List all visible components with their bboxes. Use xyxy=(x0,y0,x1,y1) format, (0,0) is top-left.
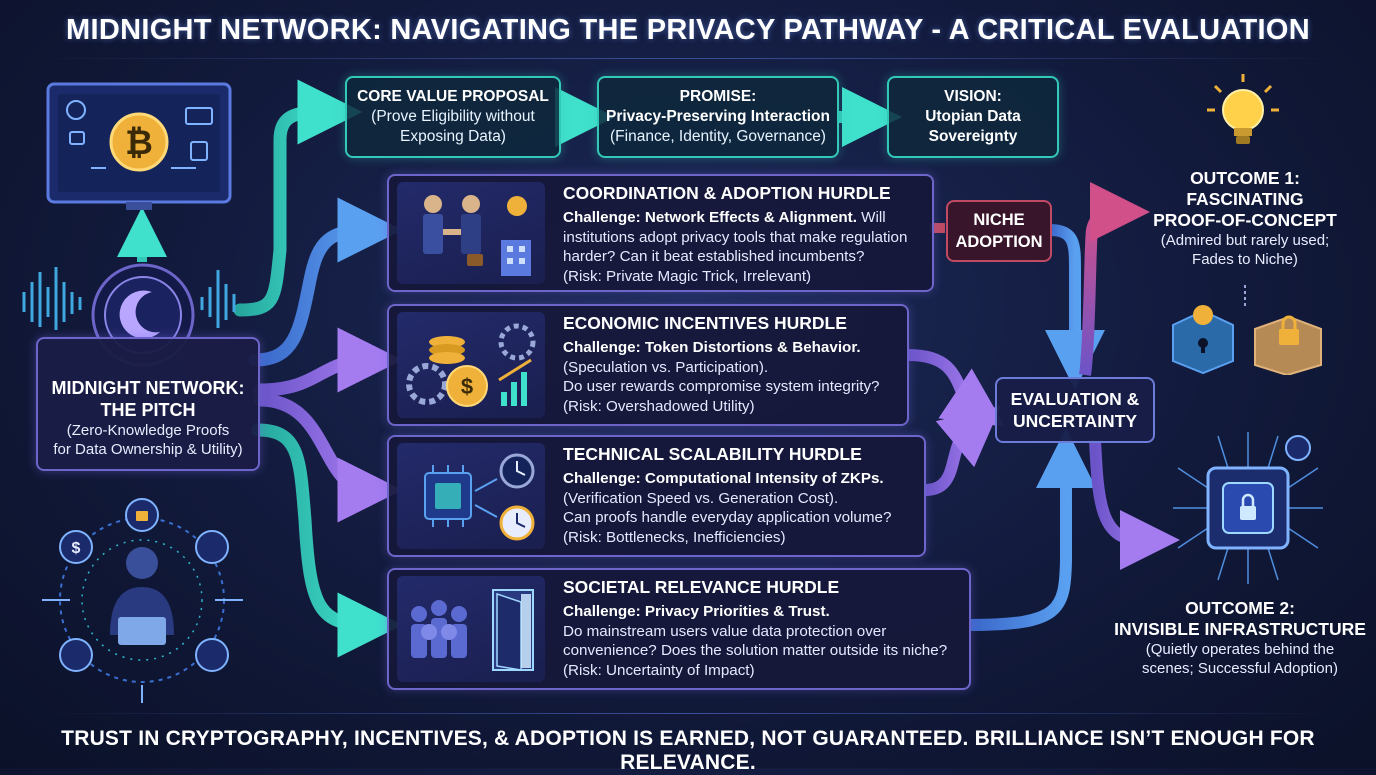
locked-boxes-illustration xyxy=(1165,285,1325,377)
svg-text:$: $ xyxy=(461,374,473,399)
hurdle-1-line3: (Risk: Private Magic Trick, Irrelevant) xyxy=(563,267,812,285)
outcome-2-sub-1: (Quietly operates behind the xyxy=(1145,641,1335,658)
hurdle-2-line3: (Risk: Overshadowed Utility) xyxy=(563,397,755,415)
crypto-monitor-illustration: ₿ xyxy=(46,82,232,210)
hurdle-coordination: COORDINATION & ADOPTION HURDLE Challenge… xyxy=(387,174,934,292)
niche-line2: ADOPTION xyxy=(955,233,1043,251)
pitch-sub-1: (Zero-Knowledge Proofs xyxy=(66,422,230,439)
promise-line2: (Finance, Identity, Governance) xyxy=(610,128,826,145)
hurdle-3-title: TECHNICAL SCALABILITY HURDLE xyxy=(563,444,862,464)
outcome-2-title-2: INVISIBLE INFRASTRUCTURE xyxy=(1114,619,1366,639)
hurdle-2-challenge: Challenge: Token Distortions & Behavior. xyxy=(563,339,861,356)
outcome-2-sub-2: scenes; Successful Adoption) xyxy=(1142,660,1338,677)
pitch-title-2: THE PITCH xyxy=(100,400,196,420)
evaluation-line2: UNCERTAINTY xyxy=(1012,411,1138,431)
niche-line1: NICHE xyxy=(973,211,1025,229)
hurdle-4-challenge: Challenge: Privacy Priorities & Trust. xyxy=(563,603,830,620)
hurdle-2-line2: Do user rewards compromise system integr… xyxy=(563,378,880,395)
hurdle-1-challenge-tail: Will xyxy=(856,209,886,226)
hurdle-economic: $ ECONOMIC INCENTIVES HURDLE Challenge: … xyxy=(387,304,909,426)
lightbulb-icon xyxy=(1205,72,1281,152)
signal-bars-left xyxy=(18,262,92,332)
outcome-1-sub-1: (Admired but rarely used; xyxy=(1160,232,1330,249)
title-divider xyxy=(30,58,1346,59)
hurdle-4-line2: convenience? Does the solution matter ou… xyxy=(563,642,948,659)
hurdle-3-challenge: Challenge: Computational Intensity of ZK… xyxy=(563,470,884,487)
hurdle-2-line1: (Speculation vs. Participation). xyxy=(563,358,769,376)
signal-bars-right xyxy=(198,262,248,332)
hurdle-1-challenge: Challenge: Network Effects & Alignment. xyxy=(563,209,857,226)
outcome-1-title-3: PROOF-OF-CONCEPT xyxy=(1153,210,1337,230)
hurdle-1-line1: institutions adopt privacy tools that ma… xyxy=(563,228,908,246)
outcome-1-sub-2: Fades to Niche) xyxy=(1192,251,1298,268)
hurdle-technical: TECHNICAL SCALABILITY HURDLE Challenge: … xyxy=(387,435,926,557)
hurdle-2-title: ECONOMIC INCENTIVES HURDLE xyxy=(563,313,847,333)
hurdle-4-title: SOCIETAL RELEVANCE HURDLE xyxy=(563,577,840,597)
crowd-door-illustration xyxy=(397,576,545,682)
footer-divider xyxy=(30,713,1346,714)
pitch-title-1: MIDNIGHT NETWORK: xyxy=(51,378,245,398)
coins-gears-illustration: $ xyxy=(397,312,545,418)
outcome-1-title-1: OUTCOME 1: xyxy=(1190,168,1300,188)
hurdle-1-line2: harder? Can it beat established incumben… xyxy=(563,248,865,265)
outcome-1-title-2: FASCINATING xyxy=(1186,189,1304,209)
hurdle-4-line1: Do mainstream users value data protectio… xyxy=(563,622,887,640)
vision-line1: Utopian Data xyxy=(925,108,1021,125)
promise-box: PROMISE: Privacy-Preserving Interaction … xyxy=(597,76,839,158)
outcome-2-title-1: OUTCOME 2: xyxy=(1185,598,1295,618)
hurdle-3-line3: (Risk: Bottlenecks, Inefficiencies) xyxy=(563,528,786,546)
hurdle-1-title: COORDINATION & ADOPTION HURDLE xyxy=(563,183,891,203)
pitch-box: MIDNIGHT NETWORK: THE PITCH (Zero-Knowle… xyxy=(36,337,260,471)
evaluation-uncertainty-box: EVALUATION & UNCERTAINTY xyxy=(995,377,1155,443)
promise-line1: Privacy-Preserving Interaction xyxy=(606,108,830,125)
hurdle-3-line1: (Verification Speed vs. Generation Cost)… xyxy=(563,489,839,507)
page-title: MIDNIGHT NETWORK: NAVIGATING THE PRIVACY… xyxy=(66,14,1310,46)
hurdle-societal: SOCIETAL RELEVANCE HURDLE Challenge: Pri… xyxy=(387,568,971,690)
user-with-laptop-illustration: $ xyxy=(40,495,245,705)
promise-title: PROMISE: xyxy=(679,88,757,105)
chip-clock-illustration xyxy=(397,443,545,549)
secure-chip-infrastructure-illustration xyxy=(1168,428,1328,588)
core-value-title: CORE VALUE PROPOSAL xyxy=(357,88,549,105)
outcome-2: OUTCOME 2: INVISIBLE INFRASTRUCTURE (Qui… xyxy=(1110,598,1370,688)
vision-title: VISION: xyxy=(944,88,1002,105)
evaluation-line1: EVALUATION & xyxy=(1010,389,1140,409)
hurdle-4-line3: (Risk: Uncertainty of Impact) xyxy=(563,661,755,679)
svg-text:$: $ xyxy=(72,540,81,557)
niche-adoption-box: NICHE ADOPTION xyxy=(946,200,1052,262)
core-value-line1: (Prove Eligibility without xyxy=(371,108,535,125)
vision-box: VISION: Utopian Data Sovereignty xyxy=(887,76,1059,158)
handshake-illustration xyxy=(397,182,545,284)
outcome-1: OUTCOME 1: FASCINATING PROOF-OF-CONCEPT … xyxy=(1130,168,1360,278)
core-value-box: CORE VALUE PROPOSAL (Prove Eligibility w… xyxy=(345,76,561,158)
core-value-line2: Exposing Data) xyxy=(400,128,506,145)
pitch-sub-2: for Data Ownership & Utility) xyxy=(53,441,243,458)
hurdle-3-line2: Can proofs handle everyday application v… xyxy=(563,509,892,526)
vision-line2: Sovereignty xyxy=(928,128,1018,145)
svg-text:₿: ₿ xyxy=(125,124,153,162)
